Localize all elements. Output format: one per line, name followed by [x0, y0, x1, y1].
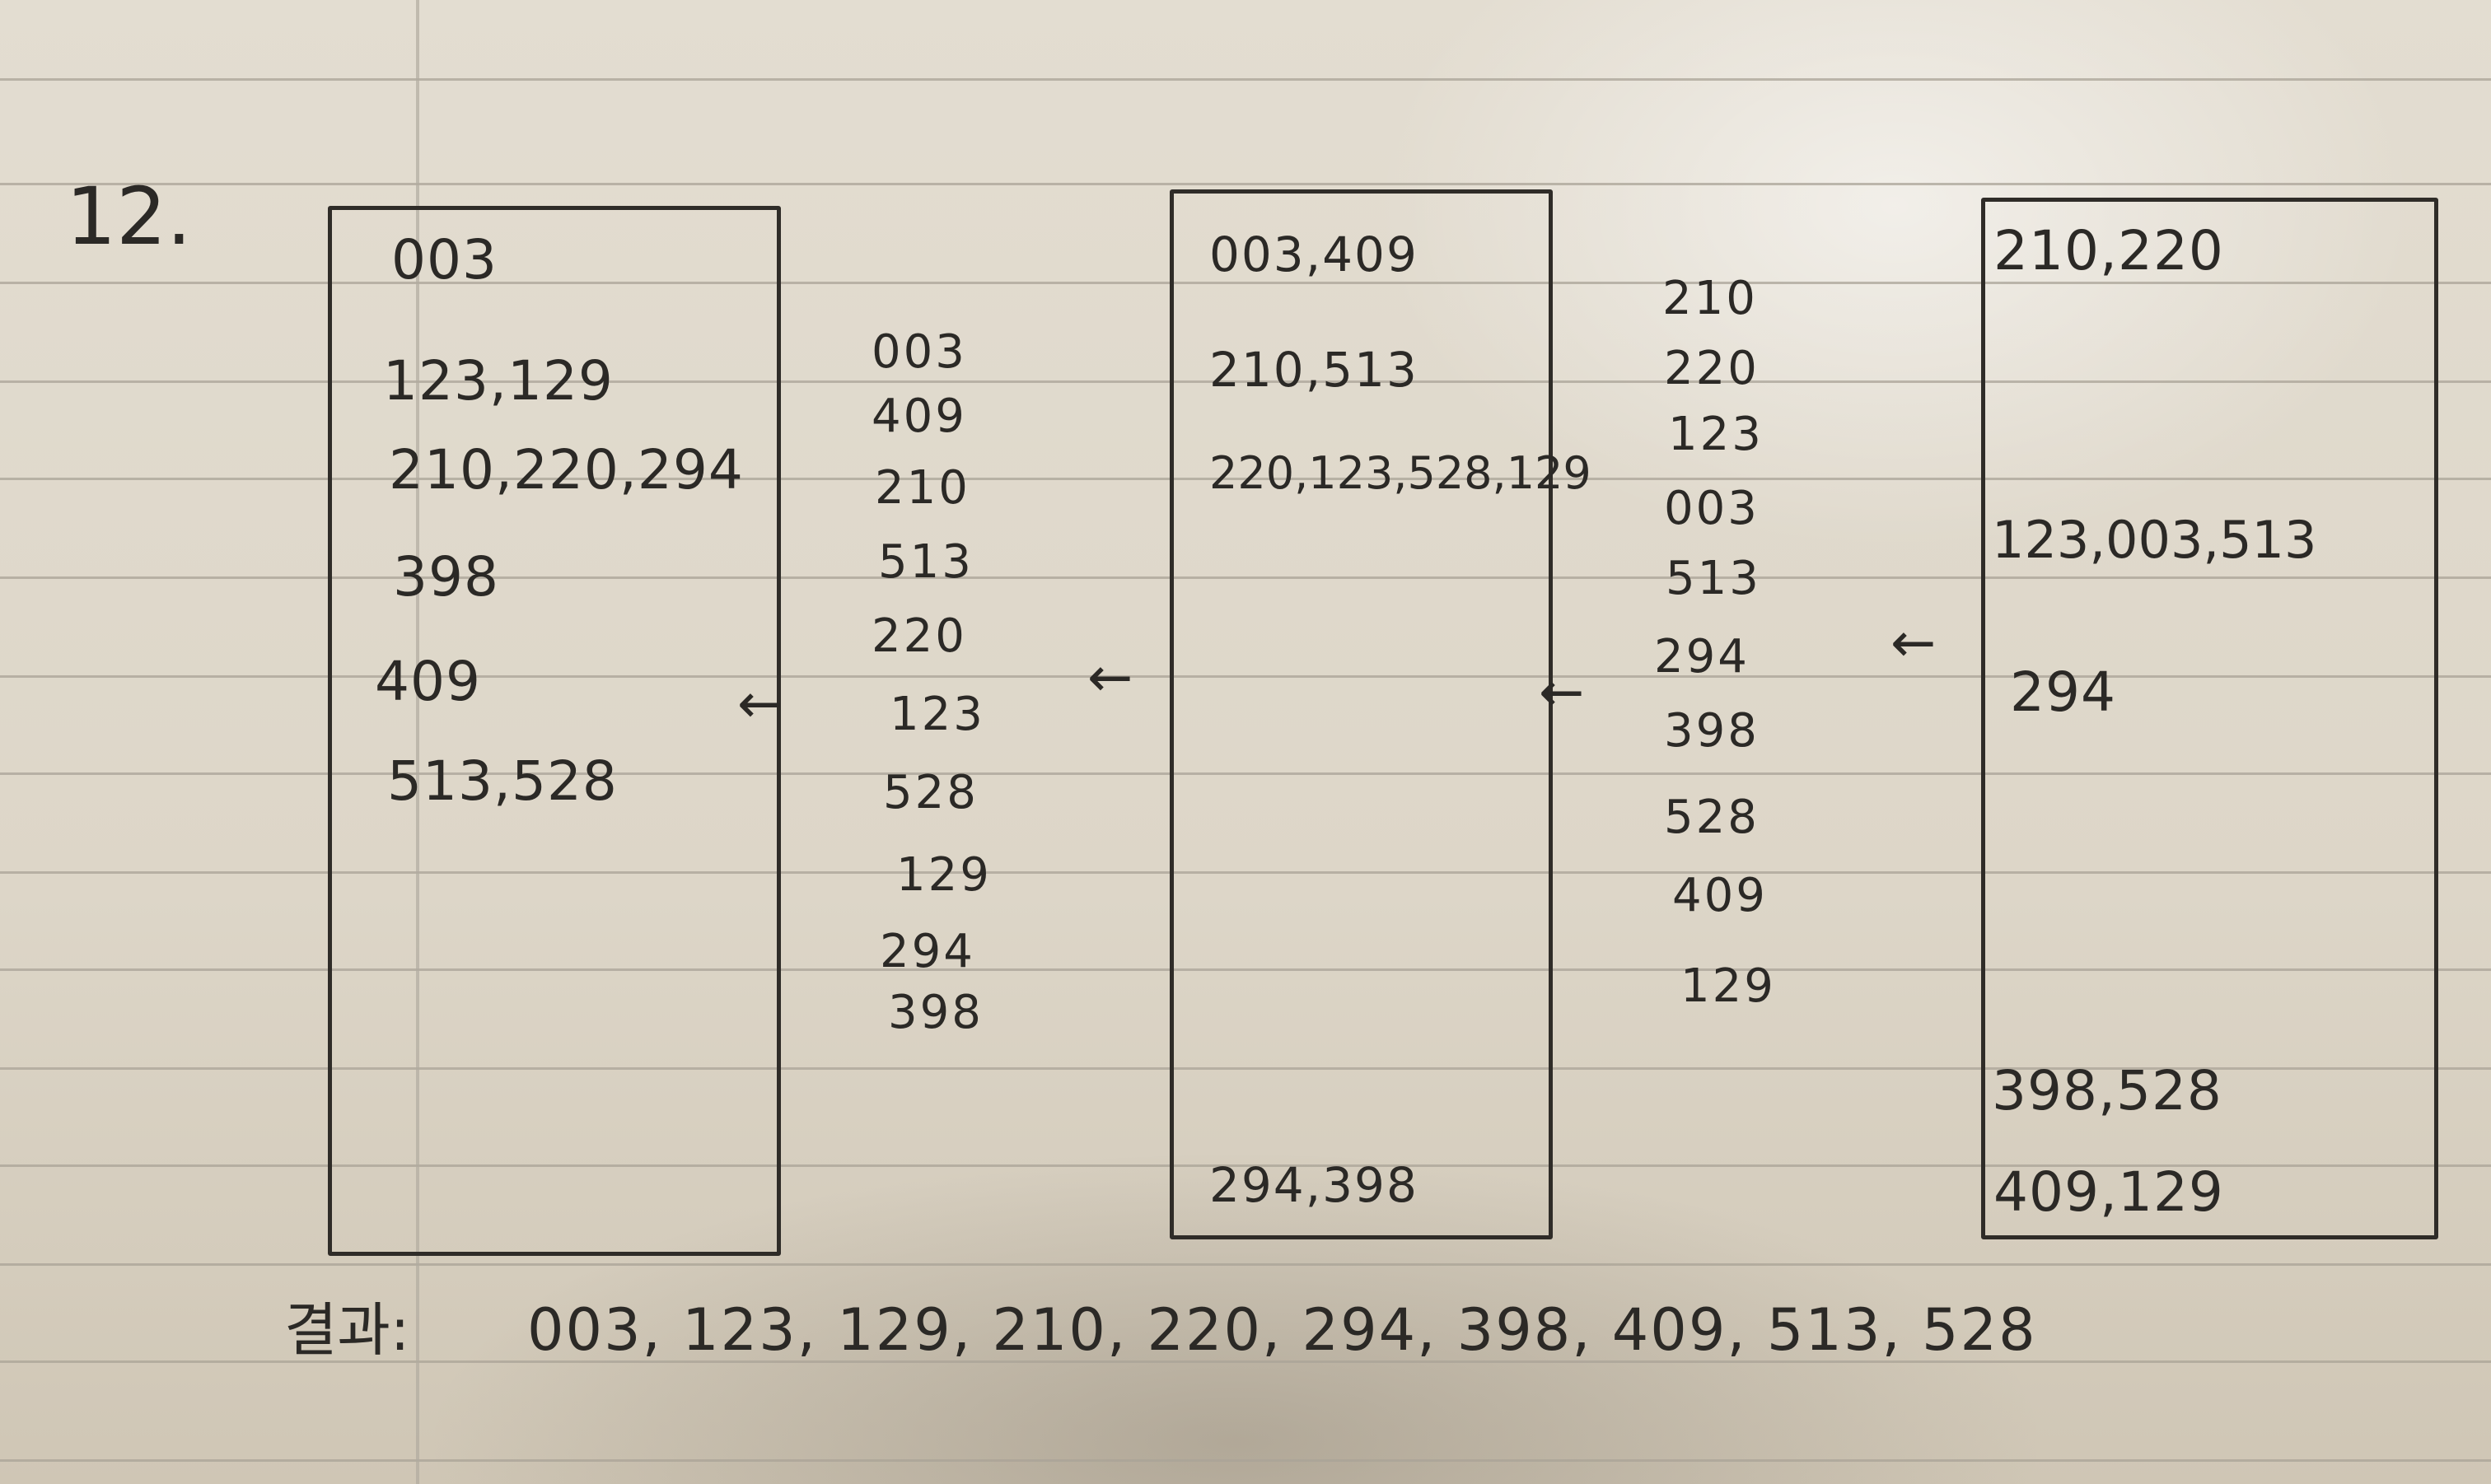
margin-line	[416, 0, 419, 1484]
list-item: 123	[1668, 408, 1764, 461]
second-pass-bucket: 003,409	[1209, 226, 1418, 282]
ruled-line	[0, 282, 2491, 284]
problem-number: 12.	[66, 170, 192, 263]
ruled-line	[0, 1067, 2491, 1070]
ruled-line	[0, 1263, 2491, 1266]
list-item: 398	[1664, 704, 1760, 758]
third-pass-bucket: 294	[2010, 660, 2116, 724]
third-pass-bucket: 123,003,513	[1992, 510, 2317, 570]
ruled-line	[0, 772, 2491, 775]
first-pass-bucket: 398	[393, 545, 499, 609]
arrow-left-icon: ←	[1890, 611, 1937, 674]
list-item: 528	[883, 766, 979, 819]
first-pass-bucket: 409	[375, 650, 481, 713]
list-item: 409	[872, 390, 967, 443]
first-pass-bucket: 513,528	[387, 749, 618, 813]
arrow-left-icon: ←	[1539, 660, 1585, 724]
third-pass-box	[1981, 198, 2438, 1239]
result-value: 003, 123, 129, 210, 220, 294, 398, 409, …	[527, 1296, 2037, 1364]
ruled-line	[0, 675, 2491, 678]
list-item: 294	[880, 925, 975, 978]
second-pass-bucket: 294,398	[1209, 1157, 1418, 1213]
second-pass-box	[1170, 189, 1553, 1239]
first-pass-bucket: 003	[391, 228, 498, 292]
list-item: 294	[1654, 630, 1750, 684]
list-item: 528	[1664, 791, 1760, 844]
ruled-line	[0, 1459, 2491, 1462]
third-pass-bucket: 409,129	[1993, 1160, 2224, 1224]
list-item: 220	[872, 609, 967, 663]
ruled-line	[0, 1164, 2491, 1167]
list-item: 210	[1662, 272, 1758, 325]
list-item: 003	[872, 325, 967, 379]
list-item: 003	[1664, 482, 1760, 535]
ruled-line	[0, 576, 2491, 579]
list-item: 398	[888, 986, 984, 1039]
ruled-line	[0, 183, 2491, 185]
list-item: 220	[1664, 342, 1760, 395]
list-item: 409	[1672, 869, 1768, 922]
ruled-line	[0, 78, 2491, 81]
ruled-line	[0, 380, 2491, 383]
list-item: 513	[878, 535, 974, 589]
arrow-left-icon: ←	[737, 672, 783, 735]
ruled-line	[0, 1360, 2491, 1363]
ruled-line	[0, 968, 2491, 971]
first-pass-bucket: 123,129	[383, 349, 614, 413]
result-label: 결과:	[284, 1296, 410, 1364]
list-item: 123	[890, 688, 985, 741]
ruled-line	[0, 478, 2491, 480]
third-pass-bucket: 210,220	[1993, 219, 2224, 282]
list-item: 129	[1680, 959, 1776, 1013]
arrow-left-icon: ←	[1087, 646, 1133, 709]
ruled-line	[0, 871, 2491, 874]
second-pass-bucket: 210,513	[1209, 342, 1418, 398]
third-pass-bucket: 398,528	[1992, 1059, 2222, 1122]
first-pass-box	[328, 206, 781, 1256]
list-item: 513	[1666, 552, 1761, 605]
first-pass-bucket: 210,220,294	[389, 438, 744, 502]
list-item: 210	[875, 461, 970, 515]
second-pass-bucket: 220,123,528,129	[1209, 447, 1591, 499]
list-item: 129	[896, 848, 992, 902]
